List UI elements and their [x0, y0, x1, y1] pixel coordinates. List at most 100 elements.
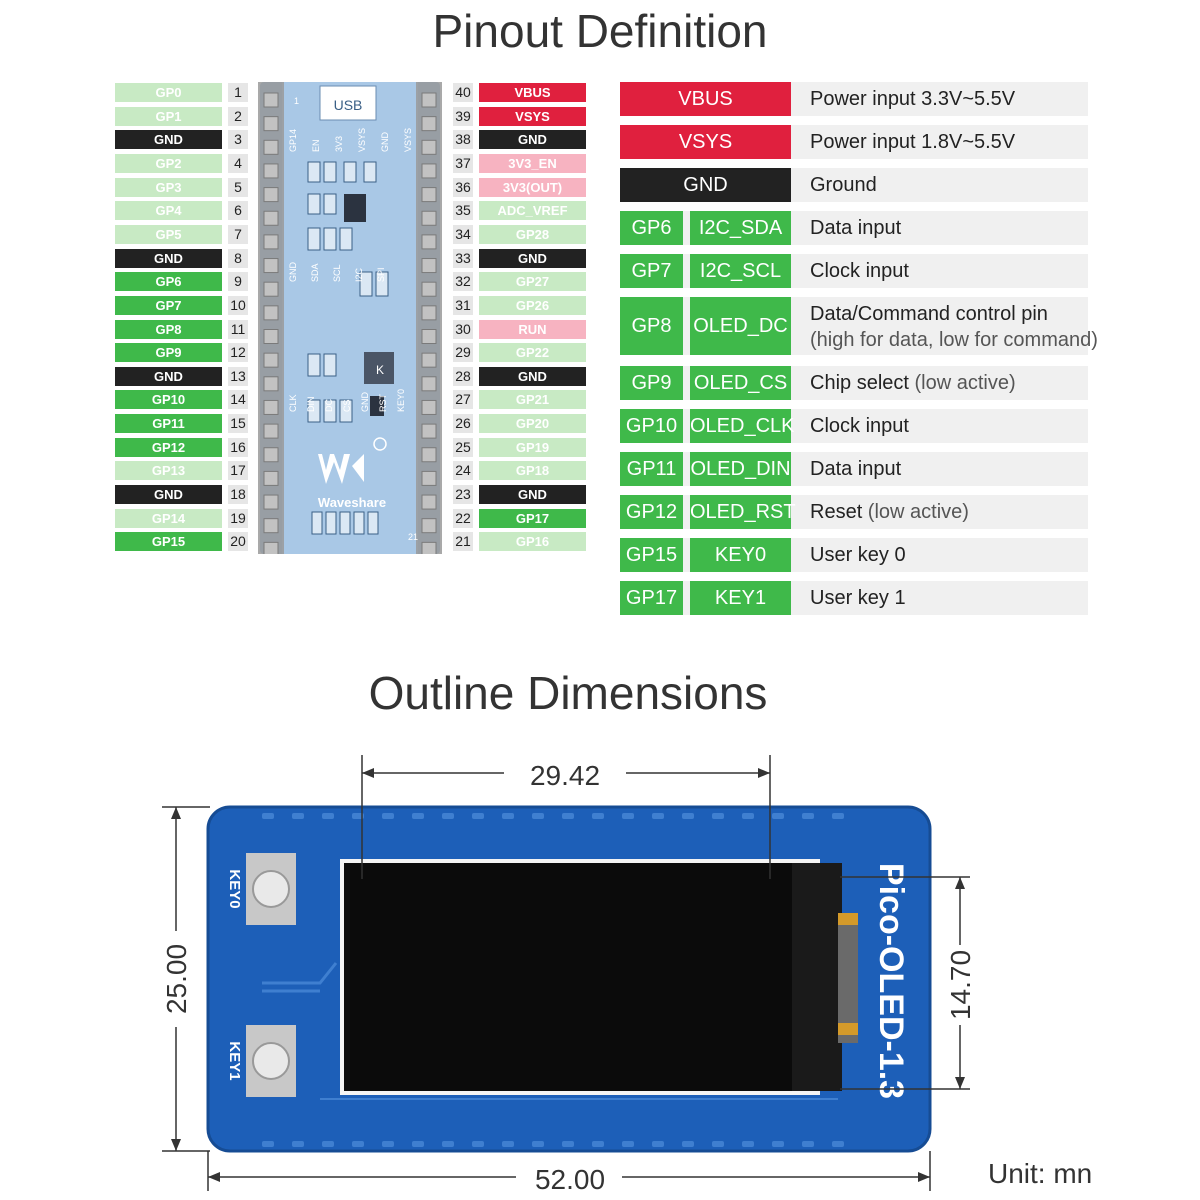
left-pin-number: 17 [228, 461, 248, 480]
silkscreen-label: VSYS [403, 128, 413, 152]
left-pin-label: GND [115, 249, 222, 268]
right-pin-label: GP27 [479, 272, 586, 291]
right-pin-number: 24 [453, 461, 473, 480]
left-pin-label: GP2 [115, 154, 222, 173]
header-pin [422, 400, 436, 414]
edge-pad [592, 1141, 604, 1147]
key-mark: K [376, 363, 384, 377]
left-pin-label: GP13 [115, 461, 222, 480]
left-pin-label: GP1 [115, 107, 222, 126]
right-pin-label: GND [479, 485, 586, 504]
silkscreen-label: DIN [306, 397, 316, 413]
legend-desc-text: Power input 3.3V~5.5V [810, 88, 1015, 110]
header-pin [422, 542, 436, 554]
edge-pad [532, 1141, 544, 1147]
legend-pin-box: GP6 [620, 211, 683, 245]
pico-board-illustration: USB 1 21 K GP14EN3V3VSYSGNDVSYSGNDSDASCL… [252, 82, 448, 554]
board-name: Pico-OLED-1.3 [872, 863, 910, 1099]
silkscreen-label: SCL [332, 264, 342, 282]
left-pin-label: GND [115, 130, 222, 149]
legend-description: Data/Command control pin(high for data, … [810, 301, 1098, 353]
header-pin [264, 117, 278, 131]
legend-description: Power input 1.8V~5.5V [810, 125, 1015, 159]
header-pin [422, 93, 436, 107]
left-pin-number: 20 [228, 532, 248, 551]
silkscreen-label: 3V3 [334, 136, 344, 152]
legend-pin-box: GP9 [620, 366, 683, 400]
legend-pin-box: GP10 [620, 409, 683, 443]
legend-description: Ground [810, 168, 877, 202]
legend-desc-text: Chip select [810, 372, 909, 394]
key1-button [246, 1025, 296, 1097]
key1-cap-icon [253, 1043, 289, 1079]
pin1-mark: 1 [294, 96, 299, 106]
silkscreen-label: VSYS [357, 128, 367, 152]
left-pin-number: 12 [228, 343, 248, 362]
right-pin-label: GP19 [479, 438, 586, 457]
edge-pad [682, 813, 694, 819]
legend-pin-box: GND [620, 168, 791, 202]
screen-edge [792, 863, 842, 1091]
right-pin-number: 37 [453, 154, 473, 173]
legend-desc-text: Reset [810, 501, 862, 523]
legend-description: Data input [810, 211, 901, 245]
header-pin [264, 282, 278, 296]
silkscreen-label: SDA [310, 263, 320, 282]
silkscreen-label: DC [324, 399, 334, 412]
edge-pad [772, 813, 784, 819]
edge-pad [412, 1141, 424, 1147]
edge-pad [622, 813, 634, 819]
header-pin [422, 448, 436, 462]
left-pin-label: GP12 [115, 438, 222, 457]
header-pin [422, 259, 436, 273]
right-pin-number: 32 [453, 272, 473, 291]
edge-pad [352, 1141, 364, 1147]
right-pin-number: 34 [453, 225, 473, 244]
silkscreen-label: EN [311, 139, 321, 152]
legend-desc-note: (low active) [909, 372, 1016, 394]
header-pin [422, 424, 436, 438]
brand-label: Waveshare [318, 495, 386, 510]
edge-pad [472, 1141, 484, 1147]
left-pin-number: 6 [228, 201, 248, 220]
right-pin-number: 35 [453, 201, 473, 220]
edge-pad [802, 813, 814, 819]
pico-board: USB 1 21 K GP14EN3V3VSYSGNDVSYSGNDSDASCL… [252, 82, 448, 554]
legend-pin-box: I2C_SCL [690, 254, 791, 288]
legend-pin-box: VSYS [620, 125, 791, 159]
header-pin [264, 164, 278, 178]
right-pin-label: GP20 [479, 414, 586, 433]
legend-pin-box: KEY0 [690, 538, 791, 572]
legend-pin-box: I2C_SDA [690, 211, 791, 245]
left-pin-number: 9 [228, 272, 248, 291]
right-pin-number: 31 [453, 296, 473, 315]
left-pin-label: GP0 [115, 83, 222, 102]
dim-screen-width: 29.42 [530, 760, 600, 791]
dim-board-height: 25.00 [161, 944, 192, 1014]
right-pin-label: GP22 [479, 343, 586, 362]
header-pin [264, 495, 278, 509]
unit-label: Unit: mn [988, 1158, 1092, 1189]
outline-title: Outline Dimensions [0, 666, 1168, 720]
left-pin-number: 3 [228, 130, 248, 149]
header-pin [264, 188, 278, 202]
right-pin-label: VBUS [479, 83, 586, 102]
header-pin [264, 424, 278, 438]
legend-description: User key 1 [810, 581, 906, 615]
header-pin [264, 400, 278, 414]
key0-cap-icon [253, 871, 289, 907]
left-pin-number: 13 [228, 367, 248, 386]
legend-description: Chip select (low active) [810, 366, 1016, 400]
left-pin-label: GP14 [115, 509, 222, 528]
legend-description: Data input [810, 452, 901, 486]
right-pin-number: 28 [453, 367, 473, 386]
dim-board-width: 52.00 [535, 1164, 605, 1195]
legend-pin-box: GP12 [620, 495, 683, 529]
edge-pad [562, 1141, 574, 1147]
legend-pin-box: GP15 [620, 538, 683, 572]
legend-pin-box: KEY1 [690, 581, 791, 615]
edge-pad [712, 813, 724, 819]
header-pin [264, 140, 278, 154]
silkscreen-label: SPI [376, 267, 386, 282]
silkscreen-label: I2C [354, 267, 364, 282]
